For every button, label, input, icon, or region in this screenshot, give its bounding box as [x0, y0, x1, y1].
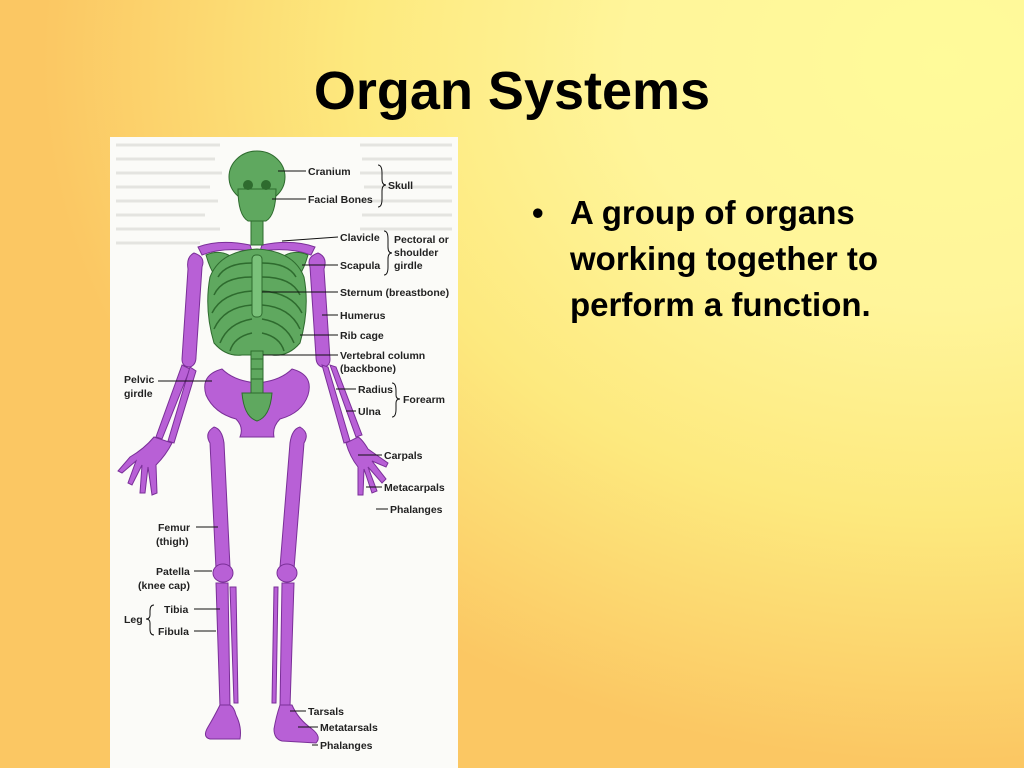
lumbar-vertebrae: [250, 350, 264, 394]
label-femur-2: (thigh): [156, 536, 189, 548]
background-text-lines: [116, 143, 452, 245]
appendicular-skeleton: [117, 241, 389, 744]
left-eye-socket: [243, 180, 253, 190]
right-clavicle: [259, 241, 316, 256]
label-pectoral-3: girdle: [394, 260, 423, 272]
label-scapula: Scapula: [340, 260, 380, 272]
left-radius: [155, 364, 191, 440]
label-pelvic-1: Pelvic: [124, 374, 155, 386]
slide-title: Organ Systems: [313, 61, 711, 121]
skeleton-diagram: Cranium Facial Bones Skull Clavicle Scap…: [116, 143, 452, 752]
sternum-bone: [251, 254, 263, 318]
left-fibula: [229, 586, 239, 704]
label-phalanges-foot: Phalanges: [320, 740, 373, 752]
bullet-text: A group of organs working together to pe…: [570, 194, 878, 323]
label-phalanges-hand: Phalanges: [390, 504, 443, 516]
label-patella-2: (knee cap): [138, 580, 190, 592]
label-femur-1: Femur: [158, 522, 190, 534]
label-metatarsals: Metatarsals: [320, 722, 378, 734]
right-foot: [273, 704, 319, 744]
label-rib-cage: Rib cage: [340, 330, 384, 342]
rib-lines: [211, 262, 303, 352]
right-femur: [279, 426, 307, 578]
label-radius: Radius: [358, 384, 393, 396]
right-hand: [345, 436, 389, 496]
bullet-item: • A group of organs working together to …: [532, 190, 972, 328]
left-humerus: [181, 252, 204, 368]
right-tibia: [279, 582, 295, 708]
right-ulna: [329, 364, 363, 438]
label-forearm: Forearm: [403, 394, 445, 406]
left-ulna: [167, 366, 197, 444]
right-patella: [276, 563, 298, 583]
right-labels: Cranium Facial Bones Skull Clavicle Scap…: [262, 164, 449, 752]
sacrum: [241, 392, 273, 422]
vertebra-lines: [251, 358, 263, 380]
label-sternum: Sternum (breastbone): [340, 287, 449, 299]
label-cranium: Cranium: [308, 166, 351, 178]
label-pelvic-2: girdle: [124, 388, 153, 400]
label-skull: Skull: [388, 180, 413, 192]
label-ulna: Ulna: [358, 406, 381, 418]
right-fibula: [271, 586, 279, 704]
left-femur: [207, 426, 231, 578]
cervical-vertebrae: [250, 220, 264, 246]
facial-bones: [237, 188, 277, 222]
label-patella-1: Patella: [156, 566, 190, 578]
bullet-list: • A group of organs working together to …: [532, 190, 972, 328]
left-patella: [212, 563, 234, 583]
label-pectoral-2: shoulder: [394, 247, 438, 259]
label-clavicle: Clavicle: [340, 232, 380, 244]
bullet-glyph: •: [532, 194, 544, 231]
label-carpals: Carpals: [384, 450, 423, 462]
left-tibia: [215, 582, 231, 708]
label-vertebral-2: (backbone): [340, 363, 396, 375]
label-tibia: Tibia: [164, 604, 188, 616]
label-fibula: Fibula: [158, 626, 189, 638]
left-labels: Pelvic girdle Femur (thigh) Patella (kne…: [124, 374, 220, 638]
skeleton-figure: Cranium Facial Bones Skull Clavicle Scap…: [110, 137, 458, 768]
label-facial-bones: Facial Bones: [308, 194, 373, 206]
label-leg: Leg: [124, 614, 143, 626]
label-vertebral-1: Vertebral column: [340, 350, 425, 362]
label-humerus: Humerus: [340, 310, 386, 322]
label-pectoral-1: Pectoral or: [394, 234, 449, 246]
right-eye-socket: [261, 180, 271, 190]
axial-skeleton: [205, 150, 309, 422]
left-foot: [204, 704, 241, 740]
label-tarsals: Tarsals: [308, 706, 344, 718]
label-metacarpals: Metacarpals: [384, 482, 445, 494]
left-hand: [117, 436, 173, 496]
right-humerus: [308, 252, 331, 368]
